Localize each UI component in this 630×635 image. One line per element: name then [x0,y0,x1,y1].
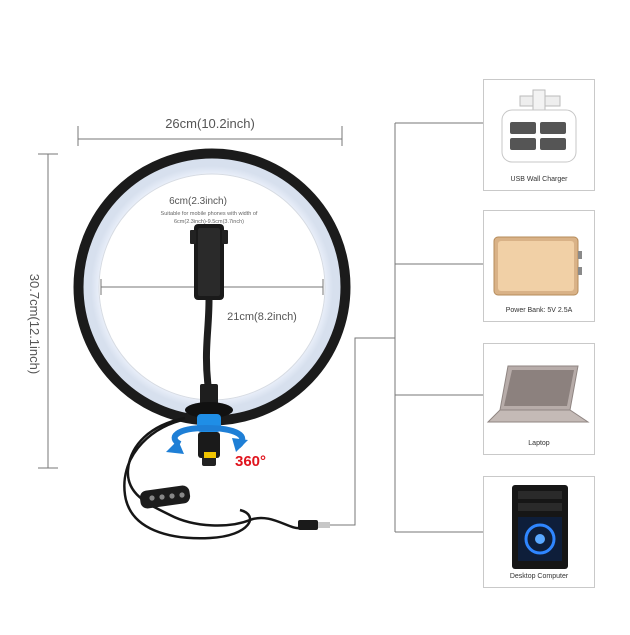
height-dimension: 30.7cm(12.1inch) [27,153,58,469]
usb-cable [123,416,330,540]
width-dimension: 26cm(10.2inch) [77,116,343,146]
svg-text:21cm(8.2inch): 21cm(8.2inch) [227,311,297,323]
power-source-card-laptop: Laptop [483,343,595,455]
holder-note-2: 6cm(2.3inch)-9.5cm(3.7inch) [174,219,244,225]
height-label: 30.7cm [27,274,42,317]
desktop-computer-icon [512,485,568,569]
connector-lines [330,122,483,533]
power-bank-icon [493,236,582,296]
holder-note-1: Suitable for mobile phones with width of [161,211,258,217]
inner-label-inch: (8.2inch) [254,311,297,323]
laptop-icon [486,365,590,423]
svg-text:26cm(10.2inch): 26cm(10.2inch) [165,116,255,131]
phone-holder [185,224,233,418]
svg-text:6cm(2.3inch): 6cm(2.3inch) [169,196,227,207]
power-source-label: Laptop [528,440,550,447]
power-source-card-desktop: Desktop Computer [483,476,595,588]
inner-label: 21cm [227,311,254,323]
height-label-inch: (12.1inch) [27,316,42,374]
rotation-joint [197,414,221,466]
width-label-inch: (10.2inch) [197,116,255,131]
holder-label-inch: (2.3inch) [188,196,227,207]
power-source-label: USB Wall Charger [510,176,568,183]
power-source-label: Desktop Computer [509,573,569,580]
usb-wall-charger-icon [501,89,577,163]
rotation-label: 360° [235,453,266,470]
power-source-card-powerbank: Power Bank: 5V 2.5A [483,210,595,322]
width-label: 26cm [165,116,197,131]
holder-label: 6cm [169,196,188,207]
inline-remote [139,485,191,509]
power-source-label: Power Bank: 5V 2.5A [505,307,573,314]
rotation-arrow-icon [166,424,248,454]
power-source-card-usb: USB Wall Charger [483,79,595,191]
svg-text:30.7cm(12.1inch): 30.7cm(12.1inch) [27,274,42,374]
